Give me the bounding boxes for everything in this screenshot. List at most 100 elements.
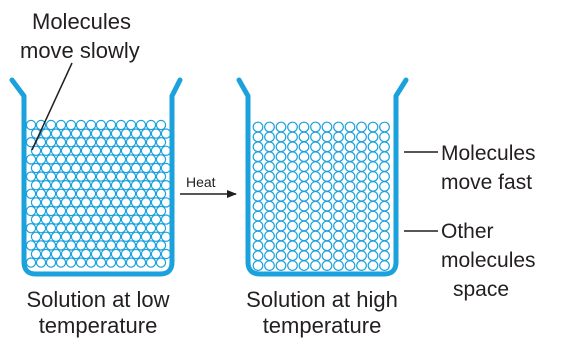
- molecule-circle: [100, 214, 112, 225]
- molecule-circle: [25, 171, 37, 182]
- molecule-circle: [287, 200, 298, 212]
- molecule-circle: [85, 240, 97, 251]
- molecule-circle: [110, 179, 122, 191]
- molecule-circle: [379, 200, 390, 212]
- molecule-circle: [145, 154, 157, 165]
- molecule-circle: [160, 128, 172, 139]
- molecule-circle: [30, 248, 42, 260]
- molecule-circle: [150, 231, 162, 242]
- molecule-circle: [80, 145, 92, 156]
- molecule-circle: [333, 230, 344, 242]
- molecule-circle: [252, 210, 264, 222]
- space-label-line-3: space: [453, 278, 509, 301]
- molecule-circle: [60, 128, 72, 139]
- molecule-circle: [367, 161, 379, 173]
- molecule-circle: [125, 222, 137, 234]
- molecule-circle: [105, 119, 117, 131]
- molecule-circle: [125, 119, 137, 131]
- molecule-circle: [100, 162, 112, 174]
- molecule-circle: [287, 190, 298, 202]
- caption-low-line-2: temperature: [39, 313, 158, 338]
- molecule-circle: [310, 210, 321, 222]
- molecule-circle: [333, 240, 344, 252]
- molecule-circle: [45, 154, 57, 165]
- molecule-circle: [30, 179, 42, 191]
- molecule-circle: [379, 220, 390, 232]
- molecule-circle: [45, 188, 57, 199]
- molecule-circle: [130, 231, 142, 242]
- molecule-circle: [75, 222, 87, 234]
- molecule-circle: [155, 119, 167, 131]
- molecule-circle: [379, 240, 390, 252]
- molecule-circle: [30, 162, 42, 174]
- molecule-circle: [310, 121, 321, 133]
- molecule-circle: [70, 214, 82, 225]
- molecule-circle: [275, 220, 287, 232]
- molecule-circle: [150, 214, 162, 225]
- molecule-circle: [356, 250, 367, 262]
- molecule-circle: [50, 248, 62, 260]
- molecule-circle: [344, 250, 356, 262]
- molecule-circle: [95, 205, 107, 217]
- caption-high-line-2: temperature: [263, 313, 382, 338]
- molecule-circle: [45, 257, 57, 268]
- molecule-circle: [333, 190, 344, 202]
- molecule-circle: [105, 188, 117, 199]
- molecule-circle: [45, 119, 57, 131]
- beaker-high-temperature: [236, 77, 409, 277]
- molecule-circle: [264, 121, 275, 133]
- molecule-circle: [321, 200, 333, 212]
- molecule-circle: [252, 141, 264, 153]
- molecule-circle: [145, 257, 157, 268]
- molecule-circle: [356, 121, 367, 133]
- molecule-circle: [252, 220, 264, 232]
- molecule-circle: [65, 205, 77, 217]
- molecule-circle: [120, 231, 132, 242]
- molecule-circle: [60, 179, 72, 191]
- molecule-circle: [110, 145, 122, 156]
- molecule-circle: [110, 197, 122, 208]
- molecule-circle: [160, 197, 172, 208]
- slow-label-line-1: Molecules: [32, 9, 131, 34]
- molecule-circle: [135, 188, 147, 199]
- molecule-circle: [367, 230, 379, 242]
- molecule-circle: [85, 119, 97, 131]
- molecule-circle: [50, 197, 62, 208]
- molecule-circle: [135, 154, 147, 165]
- molecule-circle: [310, 250, 321, 262]
- molecule-circle: [115, 154, 127, 165]
- molecule-circle: [55, 222, 67, 234]
- molecule-circle: [356, 240, 367, 252]
- molecule-circle: [275, 190, 287, 202]
- molecule-circle: [287, 121, 298, 133]
- molecule-circle: [356, 180, 367, 192]
- molecule-circle: [321, 250, 333, 262]
- molecule-circle: [310, 180, 321, 192]
- molecule-circle: [40, 231, 52, 242]
- molecule-circle: [55, 171, 67, 182]
- molecule-circle: [321, 230, 333, 242]
- molecule-circle: [115, 240, 127, 251]
- molecule-circle: [379, 141, 390, 153]
- molecule-circle: [100, 248, 112, 260]
- molecule-circle: [310, 200, 321, 212]
- molecule-circle: [333, 250, 344, 262]
- molecule-circle: [150, 179, 162, 191]
- molecule-circle: [275, 180, 287, 192]
- molecule-circle: [264, 141, 275, 153]
- molecule-circle: [150, 162, 162, 174]
- molecule-circle: [252, 260, 264, 272]
- molecule-circle: [287, 210, 298, 222]
- molecule-circle: [150, 248, 162, 260]
- molecule-circle: [333, 260, 344, 272]
- molecule-circle: [252, 131, 264, 143]
- molecule-circle: [140, 231, 152, 242]
- molecule-circle: [356, 200, 367, 212]
- molecule-circle: [298, 141, 310, 153]
- molecule-circle: [30, 197, 42, 208]
- molecules-low-temperature: [25, 119, 172, 268]
- molecule-circle: [30, 145, 42, 156]
- molecule-circle: [55, 188, 67, 199]
- molecule-circle: [70, 145, 82, 156]
- molecule-circle: [35, 205, 47, 217]
